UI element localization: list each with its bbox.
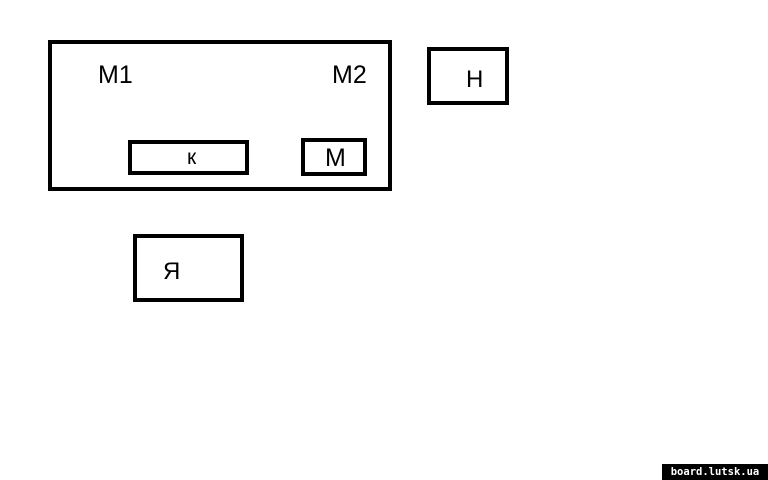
ya-box [133, 234, 244, 302]
room-label-m2: M2 [332, 61, 367, 89]
k-box [128, 140, 249, 175]
h-box [427, 47, 509, 105]
room-label-m1: M1 [98, 61, 133, 89]
m-box-label: М [325, 144, 346, 172]
watermark: board.lutsk.ua [662, 464, 768, 480]
m-box [301, 138, 367, 176]
h-box-label: Н [466, 66, 484, 93]
ya-box-label: Я [163, 258, 181, 285]
k-box-label: к [187, 146, 197, 169]
